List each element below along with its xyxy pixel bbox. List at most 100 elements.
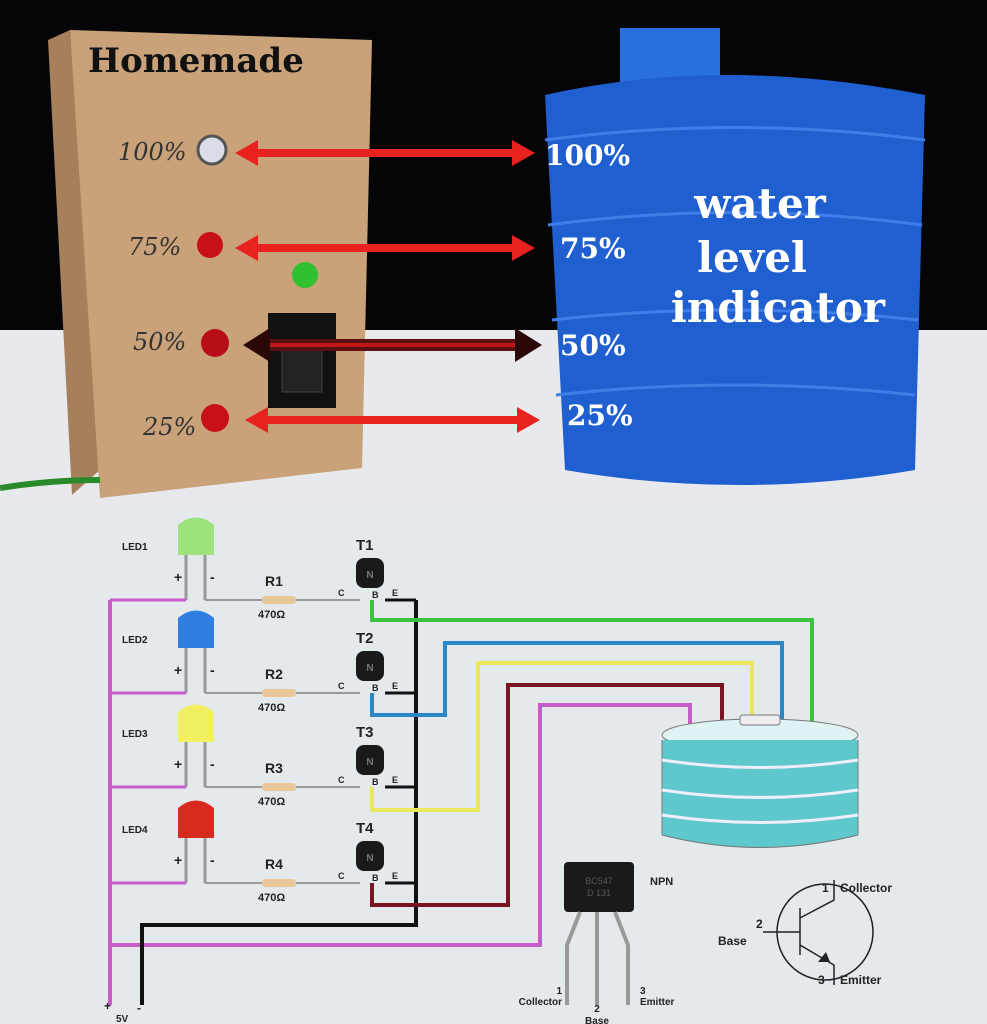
box-side	[48, 30, 100, 495]
probe-wire-75	[370, 641, 784, 775]
arrow-25	[245, 407, 540, 433]
pin3-name: Emitter	[640, 997, 675, 1008]
emitter-arrow-icon	[818, 952, 830, 962]
pin-b: B	[372, 777, 379, 787]
package-marking-1: BC547	[585, 876, 613, 886]
diagram-tank	[661, 714, 859, 848]
tank-level-25: 25%	[567, 399, 633, 432]
pin-e: E	[392, 588, 398, 598]
resistor-value: 470Ω	[258, 609, 285, 621]
symbol-collector: Collector	[840, 881, 892, 895]
water-tank	[545, 75, 925, 485]
symbol-n3: 3	[818, 973, 825, 987]
arrow-100	[235, 140, 535, 166]
arrow-50	[243, 328, 542, 362]
resistor	[262, 596, 296, 604]
resistor-value: 470Ω	[258, 892, 285, 904]
resistor-label: R4	[265, 856, 283, 872]
probe-wire-100	[370, 600, 814, 760]
headline-water: water	[693, 179, 826, 228]
resistor	[262, 783, 296, 791]
resistor-label: R1	[265, 573, 283, 589]
led-minus: -	[210, 852, 215, 868]
package-marking-2: D 131	[587, 888, 611, 898]
cable	[0, 477, 101, 491]
pin-c: C	[338, 588, 345, 598]
led-25-red	[201, 404, 229, 432]
probe-wire-50	[370, 661, 754, 812]
led-leads	[184, 648, 207, 693]
box-title: Homemade	[88, 41, 304, 81]
transistor-label: T3	[356, 724, 374, 741]
pin-b: B	[372, 873, 379, 883]
symbol-base: Base	[718, 934, 747, 948]
supply-plus: +	[104, 999, 111, 1013]
transistor-mark: N	[366, 853, 373, 864]
probe-wire-25	[370, 683, 724, 907]
led-plus: +	[174, 852, 182, 868]
headline-indicator: indicator	[671, 283, 886, 332]
symbol-n1: 1	[822, 881, 829, 895]
resistor	[262, 879, 296, 887]
tank-level-75: 75%	[560, 232, 626, 265]
led-50-red	[201, 329, 229, 357]
pin3-num: 3	[640, 986, 646, 997]
resistor-value: 470Ω	[258, 702, 285, 714]
npn-symbol: 1 Collector 2 Base 3 Emitter	[718, 880, 892, 987]
led-body	[178, 517, 214, 555]
pin-c: C	[338, 775, 345, 785]
resistor	[262, 689, 296, 697]
led-plus: +	[174, 569, 182, 585]
transistor-label: T1	[356, 537, 374, 554]
bc547-package: BC547 D 131 NPN 1 Collector 2 Base 3 Emi…	[519, 862, 675, 1024]
box-label-25: 25%	[142, 413, 196, 441]
pin-c: C	[338, 681, 345, 691]
transistor-mark: N	[366, 570, 373, 581]
tank-level-100: 100%	[545, 139, 630, 172]
ground-wire	[140, 600, 418, 1005]
resistor-value: 470Ω	[258, 796, 285, 808]
transistor-mark: N	[366, 663, 373, 674]
led-label: LED1	[122, 542, 148, 553]
transistor-label: T2	[356, 630, 374, 647]
circuit-row-1: LED1 + - R1 470Ω T1N C B E	[110, 517, 416, 621]
arrow-75	[235, 235, 535, 261]
transistor-mark: N	[366, 757, 373, 768]
symbol-n2: 2	[756, 917, 763, 931]
transistor-label: T4	[356, 820, 374, 837]
pin-e: E	[392, 775, 398, 785]
pin-c: C	[338, 871, 345, 881]
npn-label: NPN	[650, 876, 673, 888]
transistor-body	[356, 841, 384, 871]
led-label: LED3	[122, 729, 148, 740]
box-labels: 100% 75% 50% 25%	[118, 138, 196, 441]
switch-rocker	[281, 349, 323, 393]
transistor-body	[356, 651, 384, 681]
pin-b: B	[372, 590, 379, 600]
tank-level-50: 50%	[560, 329, 626, 362]
box-label-75: 75%	[128, 233, 181, 261]
pin1-num: 1	[556, 986, 562, 997]
box-label-50: 50%	[133, 328, 186, 356]
led-minus: -	[210, 569, 215, 585]
led-label: LED2	[122, 635, 148, 646]
resistor-label: R2	[265, 666, 283, 682]
pin-b: B	[372, 683, 379, 693]
tank-level-labels: 100% 75% 50% 25%	[545, 139, 633, 432]
transistor-body	[356, 558, 384, 588]
led-green	[292, 262, 318, 288]
led-plus: +	[174, 756, 182, 772]
box-label-100: 100%	[118, 138, 187, 166]
photo: Homemade 100% 75% 50% 25% 100% 75% 50% 2…	[0, 0, 987, 505]
led-leads	[184, 555, 207, 600]
transistor-body	[356, 745, 384, 775]
led-leads	[184, 742, 207, 787]
symbol-emitter: Emitter	[840, 973, 882, 987]
tank-ribs	[544, 126, 926, 397]
